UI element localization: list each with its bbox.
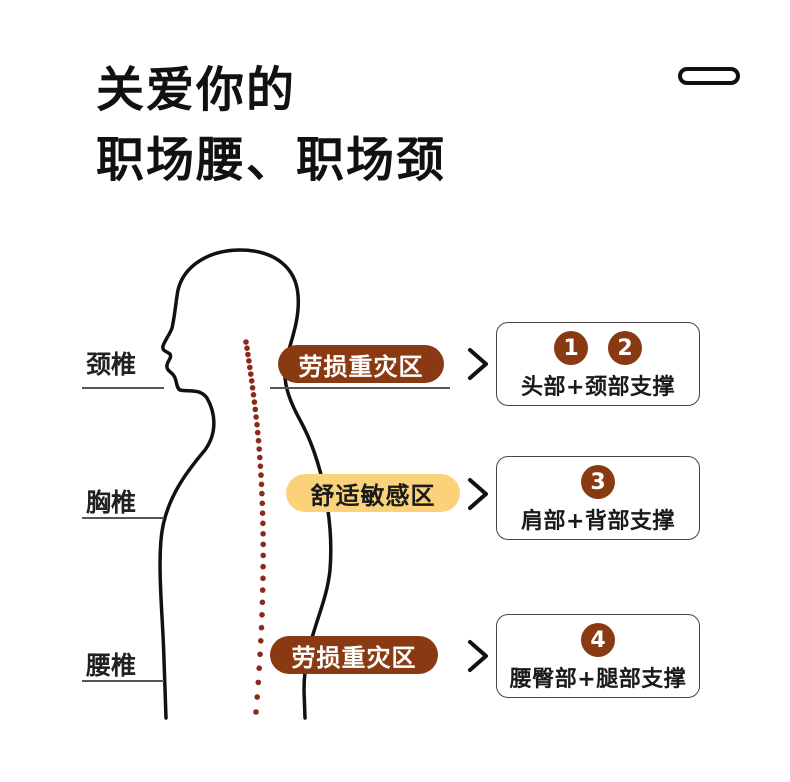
spine-dot (260, 563, 266, 570)
chevron-right-icon (468, 640, 488, 672)
spine-dot (259, 500, 266, 507)
spine-label-underline (82, 680, 164, 682)
support-text: 肩部+背部支撑 (521, 509, 675, 534)
spine-dot (259, 612, 265, 618)
badge-group: 4 (497, 623, 699, 657)
spine-dot (253, 414, 259, 420)
spine-dot (258, 472, 264, 478)
spine-dot (260, 552, 267, 559)
spine-dot (258, 638, 264, 644)
badge-group: 1 2 (497, 331, 699, 365)
spine-dot (260, 575, 266, 582)
chevron-right-icon (468, 478, 488, 510)
spine-dot (260, 520, 266, 527)
spine-dot (259, 490, 265, 497)
spine-dot (256, 446, 263, 452)
spine-label-lumbar: 腰椎 (86, 651, 137, 680)
support-text: 头部+颈部支撑 (521, 375, 675, 400)
zone-pill-cervical: 劳损重灾区 (278, 345, 444, 383)
badge-number: 2 (608, 331, 642, 365)
spine-dot (257, 651, 263, 658)
spine-dot (254, 694, 260, 700)
zone-underline (270, 387, 450, 389)
badge-number: 4 (581, 623, 615, 657)
chevron-right-icon (468, 348, 488, 380)
spine-dot (252, 406, 259, 413)
decorative-pill-icon (678, 67, 740, 85)
spine-dot (247, 364, 253, 371)
spine-dot (249, 385, 256, 391)
badge-number: 3 (581, 465, 615, 499)
spine-dot (254, 429, 261, 436)
spine-dot (255, 437, 262, 444)
spine-dot (257, 463, 264, 470)
badge-number: 1 (554, 331, 588, 365)
spine-dot (260, 531, 266, 537)
spine-dot (245, 351, 251, 358)
heading-line-2: 职场腰、职场颈 (96, 132, 447, 188)
support-text: 腰臀部+腿部支撑 (509, 667, 687, 692)
spine-dot (250, 392, 257, 398)
badge-group: 3 (497, 465, 699, 499)
spine-dot (251, 399, 258, 405)
spine-label-cervical: 颈椎 (86, 350, 137, 379)
spine-dot (243, 339, 249, 345)
support-box-head-neck: 1 2 头部+颈部支撑 (496, 322, 700, 406)
spine-dotted-line (243, 339, 267, 715)
spine-label-thoracic: 胸椎 (86, 488, 137, 517)
spine-dot (258, 624, 265, 631)
zone-pill-thoracic: 舒适敏感区 (286, 474, 460, 512)
support-box-shoulder-back: 3 肩部+背部支撑 (496, 456, 700, 540)
spine-dot (254, 421, 260, 428)
spine-dot (246, 358, 252, 364)
zone-pill-lumbar: 劳损重灾区 (270, 636, 438, 674)
spine-dot (257, 454, 263, 461)
spine-dot (248, 378, 255, 384)
spine-dot (256, 665, 263, 671)
spine-dot (253, 709, 259, 715)
spine-dot (244, 345, 250, 352)
spine-dot (255, 679, 262, 686)
support-box-hip-leg: 4 腰臀部+腿部支撑 (496, 614, 700, 698)
spine-label-underline (82, 387, 164, 389)
spine-dot (248, 371, 254, 377)
body-outline (158, 248, 333, 720)
spine-label-underline (82, 517, 164, 519)
spine-dot (259, 510, 266, 516)
spine-dot (258, 481, 265, 488)
spine-dot (260, 541, 267, 548)
heading-line-1: 关爱你的 (96, 62, 297, 118)
spine-dot (259, 599, 266, 606)
spine-dot (259, 587, 266, 593)
